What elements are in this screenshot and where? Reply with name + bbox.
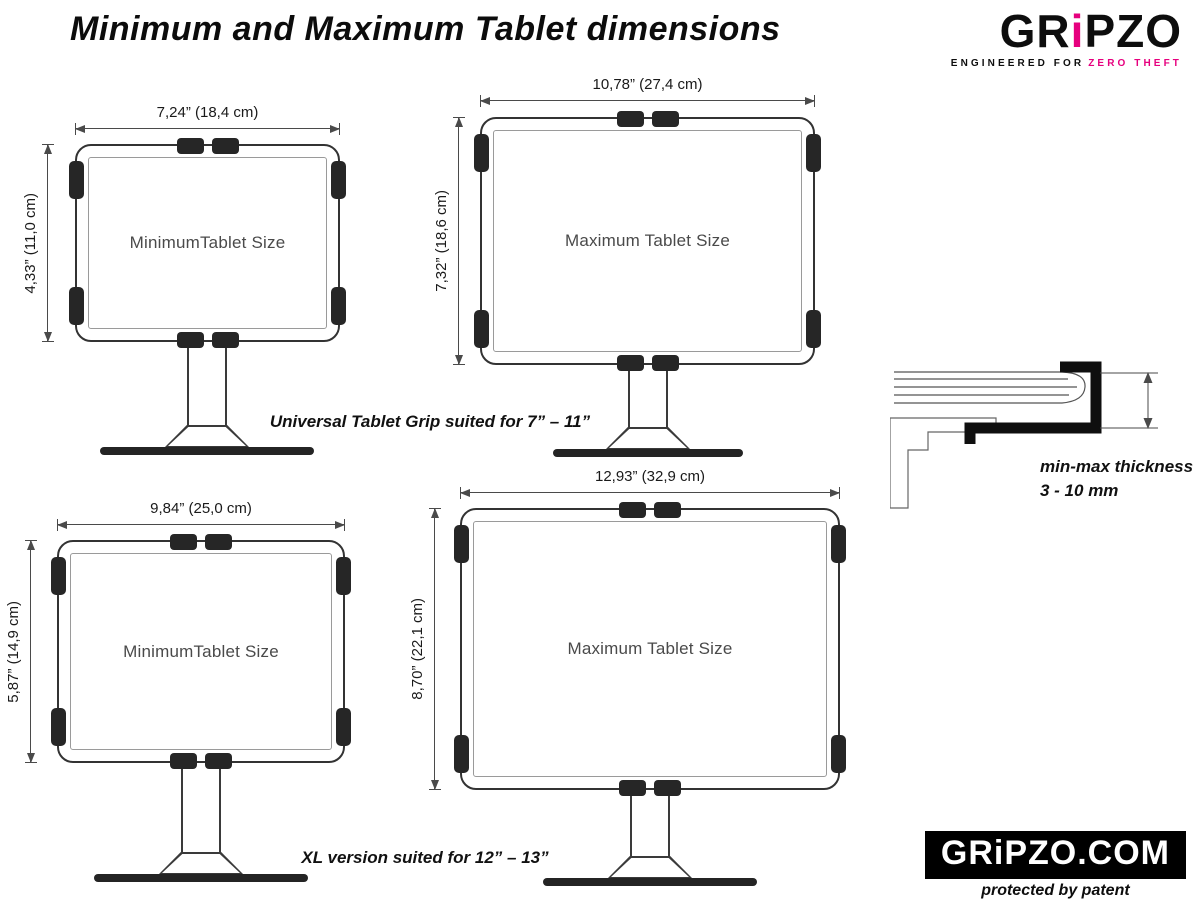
corner-grip: [69, 287, 84, 325]
thickness-note-line2: 3 - 10 mm: [1040, 480, 1119, 500]
bottom-clip: [205, 753, 232, 769]
tagline-pink: ZERO THEFT: [1088, 58, 1182, 69]
height-dimension: 8,70” (22,1 cm): [409, 508, 441, 790]
tablet-size-label: MinimumTablet Size: [129, 233, 286, 252]
corner-grip: [336, 557, 351, 595]
bottom-clip: [651, 355, 679, 371]
corner-grip: [69, 161, 84, 199]
thickness-note: min-max thickness 3 - 10 mm: [1040, 455, 1193, 503]
logo-text: GR: [999, 5, 1071, 57]
caption-xl: XL version suited for 12” – 13”: [301, 848, 549, 867]
bottom-clip: [619, 780, 646, 796]
bottom-clip: [211, 332, 239, 348]
tablet-size-label: Maximum Tablet Size: [567, 639, 733, 658]
bottom-clip: [170, 753, 197, 769]
stand-foot: [165, 425, 249, 447]
height-dimension: 5,87” (14,9 cm): [5, 540, 37, 763]
corner-grip: [454, 525, 469, 563]
logo-text: PZO: [1084, 5, 1182, 57]
footer-patent: protected by patent: [981, 882, 1130, 899]
corner-grip: [831, 735, 846, 773]
stand-foot: [608, 856, 692, 878]
logo-i: i: [1070, 5, 1085, 57]
stand-pole: [628, 365, 668, 427]
clamp-hook: [964, 361, 1102, 444]
width-dimension-label: 12,93” (32,9 cm): [594, 468, 706, 485]
tablet-size-label: MinimumTablet Size: [123, 641, 279, 661]
tablet-frame: MinimumTablet Size: [51, 534, 351, 769]
bottom-clip: [176, 332, 204, 348]
stand-base: [94, 874, 308, 882]
tablet-size-label: Maximum Tablet Size: [564, 231, 731, 250]
width-dimension-label: 9,84” (25,0 cm): [150, 500, 252, 517]
stand-base: [100, 447, 314, 455]
top-clip: [654, 502, 681, 518]
stand-base: [543, 878, 757, 886]
thickness-note-line1: min-max thickness: [1040, 457, 1194, 476]
tagline-black: ENGINEERED FOR: [950, 58, 1085, 69]
corner-grip: [831, 525, 846, 563]
corner-grip: [454, 735, 469, 773]
page-title: Minimum and Maximum Tablet dimensions: [70, 10, 781, 48]
height-dimension: 4,33” (11,0 cm): [22, 144, 54, 342]
thickness-detail-drawing: [890, 361, 1158, 509]
stand-base: [553, 449, 743, 457]
tablet-screen: [70, 553, 332, 750]
corner-grip: [474, 134, 489, 172]
arrowhead-up: [1143, 372, 1153, 383]
caption-universal: Universal Tablet Grip suited for 7” – 11…: [269, 412, 591, 431]
top-clip: [616, 111, 644, 127]
height-dimension-label: 8,70” (22,1 cm): [409, 598, 426, 700]
tablet-frame: Maximum Tablet Size: [454, 502, 846, 796]
stand-pole: [181, 763, 221, 852]
width-dimension: 7,24” (18,4 cm): [75, 104, 340, 135]
top-clip: [176, 138, 204, 154]
corner-grip: [331, 287, 346, 325]
width-dimension: 10,78” (27,4 cm): [480, 76, 815, 107]
bottom-clip: [654, 780, 681, 796]
width-dimension-label: 10,78” (27,4 cm): [592, 76, 703, 93]
stand-foot: [606, 427, 690, 449]
tablet-screen: [473, 521, 827, 777]
height-dimension-label: 4,33” (11,0 cm): [22, 192, 39, 294]
corner-grip: [331, 161, 346, 199]
top-clip: [211, 138, 239, 154]
tablet-screen: [88, 157, 327, 329]
top-clip: [651, 111, 679, 127]
arrowhead-down: [1143, 418, 1153, 429]
corner-grip: [474, 310, 489, 348]
bottom-clip: [616, 355, 644, 371]
stand-pole: [187, 342, 227, 425]
corner-grip: [51, 708, 66, 746]
tablet-screen: [493, 130, 802, 352]
top-clip: [205, 534, 232, 550]
corner-grip: [51, 557, 66, 595]
corner-grip: [336, 708, 351, 746]
corner-grip: [806, 310, 821, 348]
tablet-frame: Maximum Tablet Size: [474, 111, 821, 371]
footer-site: GRiPZO.COM: [924, 831, 1186, 879]
height-dimension: 7,32” (18,6 cm): [433, 117, 465, 365]
width-dimension: 12,93” (32,9 cm): [460, 468, 840, 499]
height-dimension-label: 5,87” (14,9 cm): [5, 600, 22, 703]
width-dimension: 9,84” (25,0 cm): [57, 500, 345, 531]
width-dimension-label: 7,24” (18,4 cm): [156, 104, 259, 121]
tablet-frame: MinimumTablet Size: [69, 138, 346, 348]
top-clip: [619, 502, 646, 518]
footer: GRiPZO.COM protected by patent: [924, 831, 1186, 900]
top-clip: [170, 534, 197, 550]
stand-foot: [159, 852, 243, 874]
corner-grip: [806, 134, 821, 172]
stand-pole: [630, 790, 670, 856]
height-dimension-label: 7,32” (18,6 cm): [433, 190, 450, 292]
tablet-edge-profile: [894, 371, 1086, 404]
logo-wordmark: GRiPZO: [951, 8, 1182, 54]
